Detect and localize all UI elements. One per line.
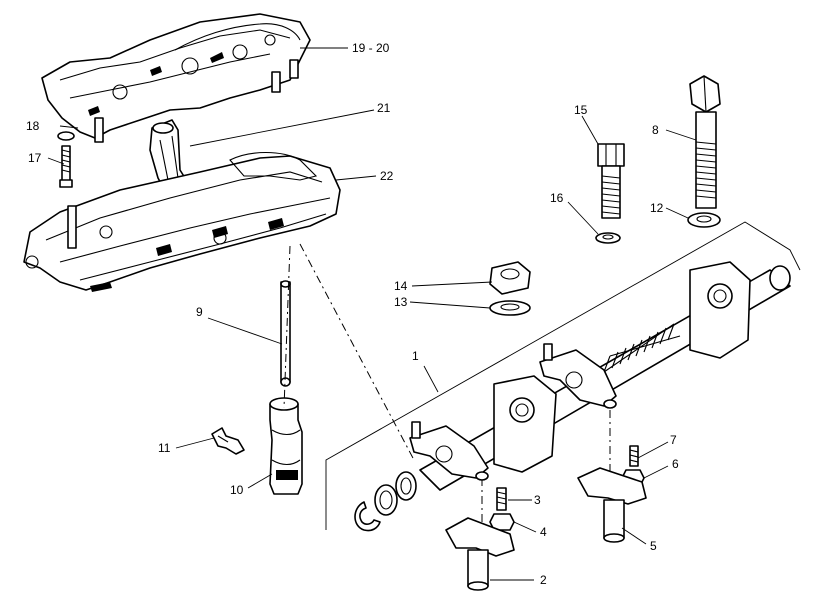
push-rod-9 xyxy=(280,280,291,387)
shaft-bracket-right xyxy=(689,261,751,359)
lower-housing-22 xyxy=(23,152,341,292)
valve-bridge-2 xyxy=(445,517,515,591)
rocker-assembly-outline xyxy=(325,221,801,530)
washer-13 xyxy=(489,300,531,316)
tappet-10 xyxy=(269,397,303,495)
valve-bridge-5 xyxy=(577,467,647,543)
callout-10: 10 xyxy=(230,483,244,497)
washer-12 xyxy=(687,212,721,228)
callout-14: 14 xyxy=(394,279,408,293)
bolt-8 xyxy=(689,75,721,209)
rocker-arm-lower xyxy=(409,421,489,481)
lock-nut-4 xyxy=(489,513,515,531)
callout-4: 4 xyxy=(540,525,547,539)
adjusting-screw-3 xyxy=(496,487,507,511)
callout-5: 5 xyxy=(650,539,657,553)
washer-18 xyxy=(57,131,75,141)
callout-13: 13 xyxy=(394,295,408,309)
washer-16 xyxy=(595,232,621,244)
rocker-arm-upper xyxy=(539,343,617,409)
shaft-washer-a xyxy=(395,471,417,501)
callout-9: 9 xyxy=(196,305,203,319)
callout-17: 17 xyxy=(28,151,42,165)
circlip xyxy=(354,501,381,532)
callout-16: 16 xyxy=(550,191,564,205)
callout-21: 21 xyxy=(377,101,391,115)
stud-17 xyxy=(59,145,73,188)
centerline-diagonal xyxy=(299,243,415,461)
callout-18: 18 xyxy=(26,119,40,133)
shaft-washer-b xyxy=(374,484,398,516)
callout-6: 6 xyxy=(672,457,679,471)
callout-1: 1 xyxy=(412,349,419,363)
callout-15: 15 xyxy=(574,103,588,117)
callout-2: 2 xyxy=(540,573,547,587)
callout-22: 22 xyxy=(380,169,394,183)
callout-7: 7 xyxy=(670,433,677,447)
callout-3: 3 xyxy=(534,493,541,507)
rocker-spring xyxy=(603,323,681,373)
callout-11: 11 xyxy=(158,441,171,455)
clip-11 xyxy=(211,427,245,455)
leader-lines xyxy=(47,47,697,581)
bolt-15 xyxy=(597,143,625,219)
shaft-bracket-middle xyxy=(493,375,557,473)
upper-casting-assembly xyxy=(41,13,311,143)
adjusting-screw-7 xyxy=(629,445,639,467)
nut-14 xyxy=(489,261,531,295)
callout-19-20: 19 - 20 xyxy=(352,41,390,55)
callout-12: 12 xyxy=(650,201,664,215)
callout-8: 8 xyxy=(652,123,659,137)
callout-labels: 19 - 20 21 22 18 17 9 11 10 1 3 4 2 7 6 … xyxy=(26,41,679,587)
